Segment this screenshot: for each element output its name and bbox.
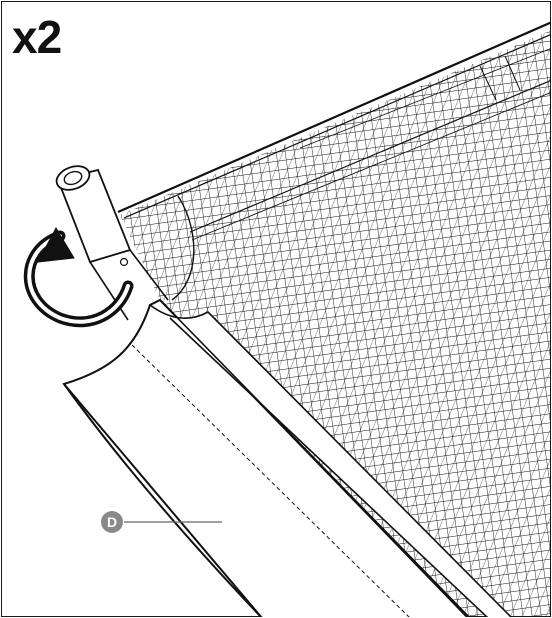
part-callout-letter: D: [106, 514, 118, 530]
quantity-multiplier: x2: [12, 11, 62, 63]
pole-rod: [55, 165, 169, 321]
part-callout-badge: D: [101, 511, 123, 533]
fabric-sleeve: [62, 298, 513, 617]
frame-rail: [117, 21, 551, 301]
rotate-arrow-icon: [23, 226, 134, 328]
net-mesh: [120, 30, 551, 617]
